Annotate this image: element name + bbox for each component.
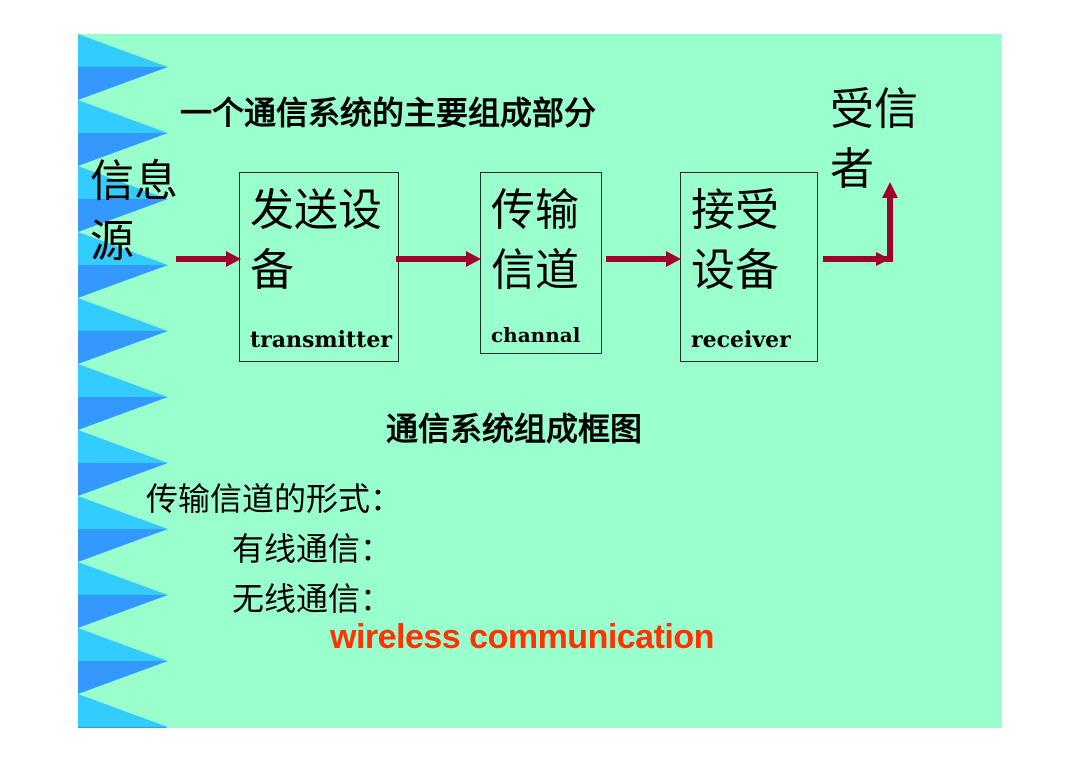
chevron-light-segment [78, 562, 168, 595]
chevron-dark-segment [78, 133, 168, 166]
wireless-english: wireless communication [330, 618, 714, 656]
chevron-dark-segment [78, 265, 168, 298]
chevron-dark-segment [78, 661, 168, 694]
chevron-dark-segment [78, 199, 168, 232]
chevron-light-segment [78, 364, 168, 397]
chevron-dark-segment [78, 67, 168, 100]
arrowhead-receiver-corner [876, 252, 890, 266]
arrowhead-transmitter-to-channel [466, 251, 481, 267]
arrowhead-receiver-to-sink [882, 182, 898, 198]
block-channel-cn: 传输信道 [491, 185, 579, 296]
block-channel-en: channal [491, 323, 581, 347]
sink-label: 受信者 [830, 84, 918, 195]
diagram-caption: 通信系统组成框图 [386, 410, 643, 448]
channel-forms-heading: 传输信道的形式： [146, 480, 403, 518]
chevron-light-segment [78, 232, 168, 265]
block-receiver-cn: 接受设备 [691, 185, 779, 296]
chevron-light-segment [78, 34, 168, 67]
block-receiver: 接受设备 receiver [680, 172, 818, 362]
block-transmitter-cn: 发送设备 [250, 185, 382, 296]
chevron-dark-segment [78, 397, 168, 430]
block-transmitter-en: transmitter [250, 327, 392, 353]
chevron-stripe-decoration [78, 34, 168, 728]
source-label: 信息源 [90, 156, 178, 267]
flow-arrows [176, 182, 898, 267]
wired-item: 有线通信： [232, 530, 393, 568]
chevron-dark-segment [78, 463, 168, 496]
chevron-light-segment [78, 496, 168, 529]
slide: 一个通信系统的主要组成部分 信息源 受信者 发送设备 transmitter 传… [78, 34, 1002, 728]
arrowhead-source-to-transmitter [226, 251, 241, 267]
chevron-dark-segment [78, 595, 168, 628]
chevron-light-segment [78, 100, 168, 133]
wireless-item: 无线通信： [232, 580, 393, 618]
chevron-dark-segment [78, 529, 168, 562]
block-transmitter: 发送设备 transmitter [239, 172, 399, 362]
chevron-light-segment [78, 298, 168, 331]
chevron-light-segment [78, 694, 168, 727]
arrowhead-channel-to-receiver [666, 251, 681, 267]
arrow-receiver-to-sink [823, 196, 893, 262]
chevron-dark-segment [78, 331, 168, 364]
block-channel: 传输信道 channal [480, 172, 602, 354]
chevron-light-segment [78, 430, 168, 463]
chevron-dark-segment [78, 727, 168, 728]
chevron-light-segment [78, 628, 168, 661]
diagram-title: 一个通信系统的主要组成部分 [180, 94, 597, 132]
block-receiver-en: receiver [691, 327, 791, 353]
chevron-light-segment [78, 166, 168, 199]
